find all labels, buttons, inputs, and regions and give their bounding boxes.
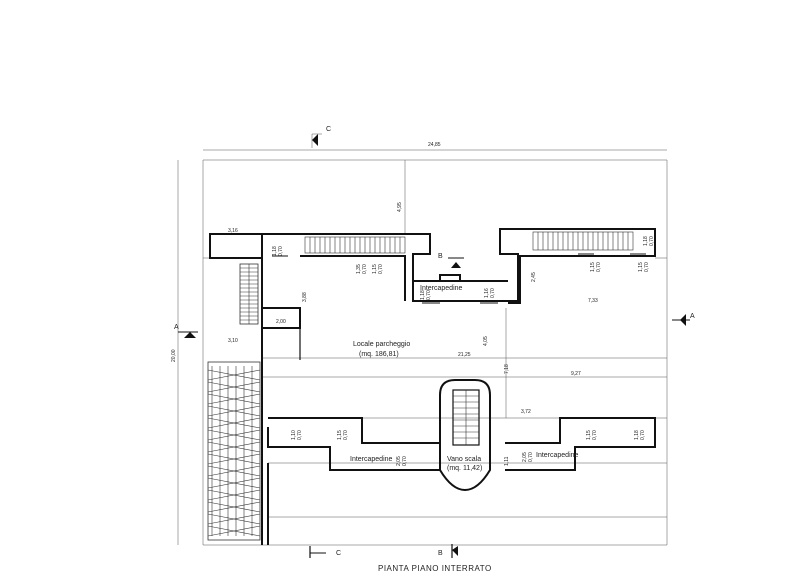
win-205a: 2,05 — [396, 456, 402, 466]
win-070i: 0,70 — [297, 430, 303, 440]
win-135: 1,35 — [356, 264, 362, 274]
ramp-hatch-left — [239, 263, 259, 325]
win-070c: 0,70 — [378, 264, 384, 274]
win-110: 1,10 — [291, 430, 297, 440]
main-walls — [209, 228, 656, 545]
win-118c: 1,18 — [643, 236, 649, 246]
win-205b: 2,05 — [522, 452, 528, 462]
win-115e: 1,15 — [586, 430, 592, 440]
dim-316: 3,16 — [228, 228, 238, 234]
gap-top: Intercapedine — [420, 285, 463, 292]
stair-hatch-top-right — [532, 231, 634, 251]
win-070n: 0,70 — [640, 430, 646, 440]
dim-2125: 21,25 — [458, 352, 471, 358]
dim-200: 2,00 — [276, 319, 286, 325]
stair-area: (mq. 11,42) — [447, 465, 482, 472]
win-070j: 0,70 — [343, 430, 349, 440]
win-115c: 1,15 — [638, 262, 644, 272]
win-070k: 0,70 — [402, 456, 408, 466]
section-a-right: A — [690, 313, 695, 320]
dim-927: 9,27 — [571, 371, 581, 377]
stair-hatch-top-left — [304, 236, 406, 254]
win-070l: 0,70 — [528, 452, 534, 462]
win-116: 1,16 — [484, 288, 490, 298]
win-115b: 1,15 — [590, 262, 596, 272]
ramp-hatch-bottom-left — [207, 361, 261, 541]
dim-388: 3,88 — [302, 292, 308, 302]
win-118d: 1,18 — [634, 430, 640, 440]
dim-overall-width: 24,85 — [428, 142, 441, 148]
dim-245: 2,45 — [531, 272, 537, 282]
win-070g: 0,70 — [649, 236, 655, 246]
win-070h: 0,70 — [644, 262, 650, 272]
win-070f: 0,70 — [596, 262, 602, 272]
win-070b: 0,70 — [362, 264, 368, 274]
window-marks — [272, 253, 646, 444]
dim-372: 3,72 — [521, 409, 531, 415]
gap-bottom-right: Intercapedine — [536, 452, 579, 459]
dim-overall-height: 20,00 — [171, 349, 177, 362]
win-118b: 1,18 — [420, 290, 426, 300]
win-070m: 0,70 — [592, 430, 598, 440]
parking-area: (mq. 186,81) — [359, 351, 399, 358]
drawing-title: PIANTA PIANO INTERRATO — [378, 564, 492, 573]
section-b-bottom: B — [438, 550, 443, 557]
section-c-bottom: C — [336, 550, 341, 557]
dim-718: 7,18 — [504, 364, 510, 374]
dim-111: 1,11 — [504, 456, 510, 466]
section-markers: C C B B A A — [174, 126, 695, 558]
stair-block — [439, 379, 491, 492]
dim-310: 3,10 — [228, 338, 238, 344]
dim-733: 7,33 — [588, 298, 598, 304]
stair-name: Vano scala — [447, 456, 481, 463]
parking-name: Locale parcheggio — [353, 341, 410, 348]
site-boundary — [202, 159, 668, 546]
win-118a: 1,18 — [272, 246, 278, 256]
win-115d: 1,15 — [337, 430, 343, 440]
dim-405: 4,05 — [483, 336, 489, 346]
section-b-top: B — [438, 253, 443, 260]
win-070d: 0,70 — [426, 290, 432, 300]
section-a-left: A — [174, 324, 179, 331]
win-115a: 1,15 — [372, 264, 378, 274]
win-070a: 0,70 — [278, 246, 284, 256]
section-c-top: C — [326, 126, 331, 133]
overall-dimensions: 24,85 20,00 — [171, 142, 667, 545]
dimension-labels: 4,95 3,16 3,88 2,00 3,10 2,45 7,33 4,05 … — [228, 202, 655, 466]
room-labels: Locale parcheggio (mq. 186,81) Vano scal… — [350, 285, 579, 472]
win-070e: 0,70 — [490, 288, 496, 298]
gap-bottom-left: Intercapedine — [350, 456, 393, 463]
dim-495: 4,95 — [397, 202, 403, 212]
